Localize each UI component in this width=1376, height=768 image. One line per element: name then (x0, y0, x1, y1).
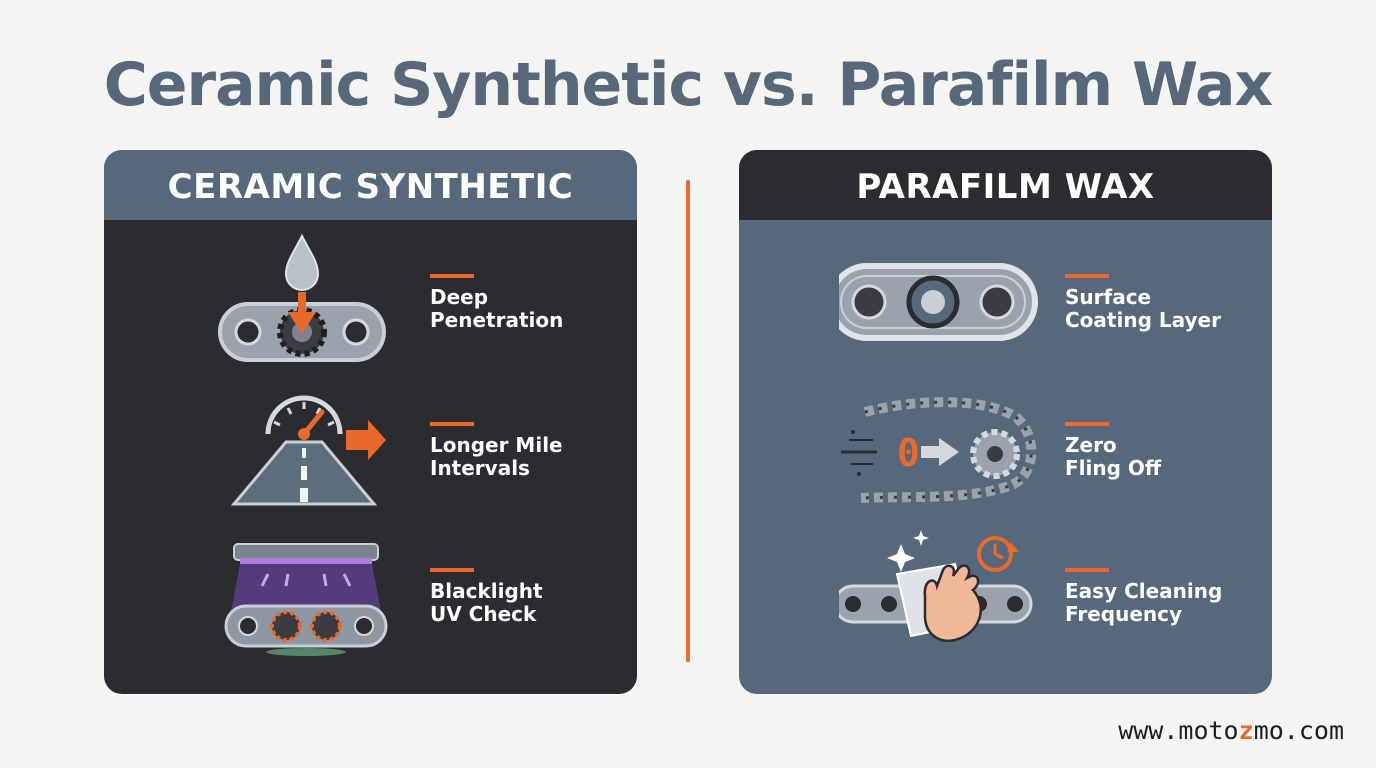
feature-zero-fling-off: 0 Zero Fling Off (739, 378, 1272, 518)
ceramic-synthetic-panel: CERAMIC SYNTHETIC Deep Penetration (104, 150, 637, 694)
feature-label: Easy Cleaning Frequency (1065, 579, 1223, 626)
feature-blacklight-uv-check: Blacklight UV Check (104, 524, 637, 664)
accent-bar (1065, 422, 1109, 426)
website-link[interactable]: www.motozmo.com (1118, 716, 1344, 745)
feature-deep-penetration: Deep Penetration (104, 230, 637, 370)
parafilm-wax-header: PARAFILM WAX (739, 150, 1272, 220)
feature-easy-cleaning-frequency: Easy Cleaning Frequency (739, 524, 1272, 664)
zero-glyph: 0 (897, 431, 920, 475)
speedometer-road-icon (204, 378, 404, 518)
uv-lamp-chain-icon (204, 524, 404, 664)
coated-chain-link-icon (828, 230, 1039, 370)
feature-longer-mile-intervals: Longer Mile Intervals (104, 378, 637, 518)
parafilm-wax-panel: PARAFILM WAX Surface Coating Layer (739, 150, 1272, 694)
feature-label: Zero Fling Off (1065, 433, 1162, 480)
hand-wipe-chain-icon (833, 524, 1039, 664)
chain-sprocket-zero-icon: 0 (839, 378, 1039, 518)
accent-bar (430, 422, 474, 426)
feature-label: Longer Mile Intervals (430, 433, 563, 480)
feature-label: Deep Penetration (430, 285, 564, 332)
center-divider (686, 180, 690, 662)
accent-bar (1065, 274, 1109, 278)
feature-label: Surface Coating Layer (1065, 285, 1221, 332)
page-title: Ceramic Synthetic vs. Parafilm Wax (103, 50, 1274, 120)
accent-bar (1065, 568, 1109, 572)
ceramic-synthetic-header: CERAMIC SYNTHETIC (104, 150, 637, 220)
accent-bar (430, 274, 474, 278)
oil-drop-chain-icon (204, 230, 404, 370)
feature-surface-coating-layer: Surface Coating Layer (739, 230, 1272, 370)
accent-bar (430, 568, 474, 572)
feature-label: Blacklight UV Check (430, 579, 543, 626)
